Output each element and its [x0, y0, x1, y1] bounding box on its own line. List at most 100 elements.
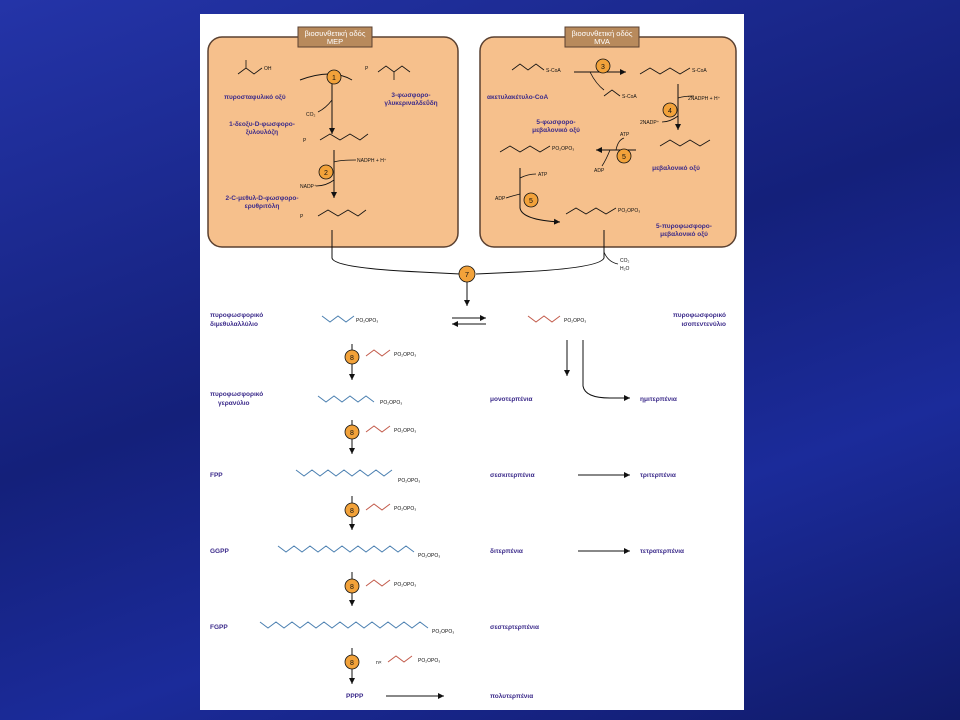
elongation-step-2: 8 PO₂OPO₃	[344, 420, 416, 454]
svg-text:P: P	[365, 66, 369, 72]
elongation-step-5: 8 n× PO₂OPO₃	[344, 648, 440, 684]
svg-text:8: 8	[350, 584, 354, 591]
nadph-mep: NADPH + H⁺	[357, 158, 387, 164]
step-4-marker	[662, 102, 678, 118]
svg-text:PO₂OPO₃: PO₂OPO₃	[564, 318, 586, 324]
gpp-label-2: γερανύλιο	[218, 399, 250, 407]
polyterpenes-label: πολυτερπένια	[490, 692, 533, 700]
step-8-marker	[344, 424, 360, 440]
phosphomevalonate-label-1: 5-φωσφορο-	[536, 119, 575, 126]
svg-text:2: 2	[324, 170, 328, 177]
row-pppp: PPPP πολυτερπένια	[346, 692, 533, 700]
dxp-label-2: ξυλουλόζη	[246, 128, 278, 136]
phosphomevalonate-label-2: μεβαλονικό οξύ	[532, 126, 580, 134]
svg-text:P: P	[303, 138, 307, 144]
nadp-mva: 2NADP⁺	[640, 120, 660, 126]
svg-text:8: 8	[350, 660, 354, 667]
ggpp-label: GGPP	[210, 548, 229, 555]
svg-text:8: 8	[350, 430, 354, 437]
mva-title-1: βιοσυνθετική οδός	[572, 29, 633, 38]
svg-text:PO₂OPO₃: PO₂OPO₃	[394, 352, 416, 358]
svg-text:3: 3	[601, 64, 605, 71]
svg-text:ADP: ADP	[594, 168, 605, 174]
row-gpp: πυροφωσφορικό γερανύλιο PO₂OPO₃ μονοτερπ…	[210, 391, 677, 407]
mevalonate-label: μεβαλονικό οξύ	[652, 164, 700, 172]
svg-text:PO₂OPO₃: PO₂OPO₃	[418, 553, 440, 559]
step-5b-marker	[523, 192, 539, 208]
elongation-step-1: 8 PO₂OPO₃	[344, 344, 416, 380]
co2-mva: CO₂	[620, 258, 630, 264]
step-8-marker	[344, 654, 360, 670]
svg-text:ATP: ATP	[620, 132, 630, 138]
mep-title-2: MEP	[327, 37, 343, 46]
mep-title-1: βιοσυνθετική οδός	[305, 29, 366, 38]
svg-text:OH: OH	[264, 66, 272, 72]
hemiterpenes-label: ημιτερπένια	[640, 396, 677, 403]
svg-text:1: 1	[332, 75, 336, 82]
svg-text:S-CoA: S-CoA	[692, 68, 707, 74]
svg-text:PO₂OPO₃: PO₂OPO₃	[618, 208, 640, 214]
nadp-mep: NADP⁺	[300, 184, 317, 190]
monoterpenes-label: μονοτερπένια	[490, 396, 533, 403]
fgpp-label: FGPP	[210, 624, 228, 631]
mep-label-1: 2-C-μεθυλ-D-φωσφορο-	[226, 194, 299, 202]
row-fpp: FPP PO₂OPO₃ σεσκιτερπένια τριτερπένια	[210, 469, 676, 484]
svg-text:S-CoA: S-CoA	[546, 68, 561, 74]
sesquiterpenes-label: σεσκιτερπένια	[490, 472, 535, 479]
merge-step-7: CO₂ H₂O 7	[331, 230, 630, 306]
pyruvate-label: πυροσταφυλικό οξύ	[224, 93, 286, 101]
row-fgpp: FGPP PO₂OPO₃ σεστερτερπένια	[210, 621, 539, 635]
triterpenes-label: τριτερπένια	[640, 472, 676, 479]
svg-text:S-CoA: S-CoA	[622, 94, 637, 100]
mva-pathway-box: βιοσυνθετική οδός MVA S-CoA ακετυλακέτυλ…	[479, 26, 737, 248]
svg-text:PO₂OPO₃: PO₂OPO₃	[394, 428, 416, 434]
mva-title-2: MVA	[594, 37, 610, 46]
svg-text:PO₂OPO₃: PO₂OPO₃	[432, 629, 454, 635]
step-8-marker	[344, 502, 360, 518]
dmapp-label-2: διμεθυλαλλύλιο	[210, 320, 258, 328]
svg-text:P: P	[300, 214, 304, 220]
fpp-label: FPP	[210, 472, 223, 479]
nadph-mva: 2NADPH + H⁺	[688, 96, 721, 102]
svg-text:8: 8	[350, 355, 354, 362]
ipp-label-2: ισοπεντενύλιο	[682, 320, 727, 328]
row-ggpp: GGPP PO₂OPO₃ διτερπένια τετρατερπένια	[210, 545, 684, 559]
acetoacetyl-coa-label: ακετυλακέτυλο-CoA	[487, 93, 548, 101]
svg-text:ATP: ATP	[538, 172, 548, 178]
tetraterpenes-label: τετρατερπένια	[640, 548, 684, 555]
ipp-label-1: πυροφωσφορικό	[673, 312, 726, 319]
co2-mep: CO₂	[306, 112, 316, 118]
h2o-mva: H₂O	[620, 266, 630, 272]
svg-text:8: 8	[350, 508, 354, 515]
step-1-marker	[326, 69, 342, 85]
row-dmapp-ipp: πυροφωσφορικό διμεθυλαλλύλιο PO₂OPO₃ PO₂…	[210, 312, 727, 401]
step-3-marker	[595, 58, 611, 74]
pyrophosphomevalonate-label-1: 5-πυροφωσφορο-	[656, 223, 712, 230]
svg-text:PO₂OPO₃: PO₂OPO₃	[394, 506, 416, 512]
svg-text:PO₂OPO₃: PO₂OPO₃	[418, 658, 440, 664]
step-8-marker	[344, 578, 360, 594]
g3p-label-1: 3-φωσφορο-	[391, 92, 430, 99]
svg-text:PO₂OPO₃: PO₂OPO₃	[380, 400, 402, 406]
svg-text:PO₂OPO₃: PO₂OPO₃	[552, 146, 574, 152]
svg-text:ADP: ADP	[495, 196, 506, 202]
svg-text:4: 4	[668, 108, 672, 115]
diterpenes-label: διτερπένια	[490, 548, 523, 555]
step-5a-marker	[616, 148, 632, 164]
mep-pathway-box: βιοσυνθετική οδός MEP OH πυροσταφυλικό ο…	[207, 26, 459, 248]
elongation-step-3: 8 PO₂OPO₃	[344, 496, 416, 530]
gpp-label-1: πυροφωσφορικό	[210, 391, 263, 398]
elongation-step-4: 8 PO₂OPO₃	[344, 572, 416, 606]
svg-text:5: 5	[622, 154, 626, 161]
dmapp-label-1: πυροφωσφορικό	[210, 312, 263, 319]
sesterterpenes-label: σεστερτερπένια	[490, 624, 539, 631]
step-7-marker	[458, 265, 476, 283]
svg-text:PO₂OPO₃: PO₂OPO₃	[398, 478, 420, 484]
svg-text:7: 7	[465, 270, 469, 279]
svg-text:PO₂OPO₃: PO₂OPO₃	[356, 318, 378, 324]
step-8-marker	[344, 349, 360, 365]
mep-label-2: ερυθριτόλη	[245, 202, 280, 210]
svg-text:5: 5	[529, 198, 533, 205]
dxp-label-1: 1-δεοξυ-D-φωσφορο-	[229, 121, 295, 128]
